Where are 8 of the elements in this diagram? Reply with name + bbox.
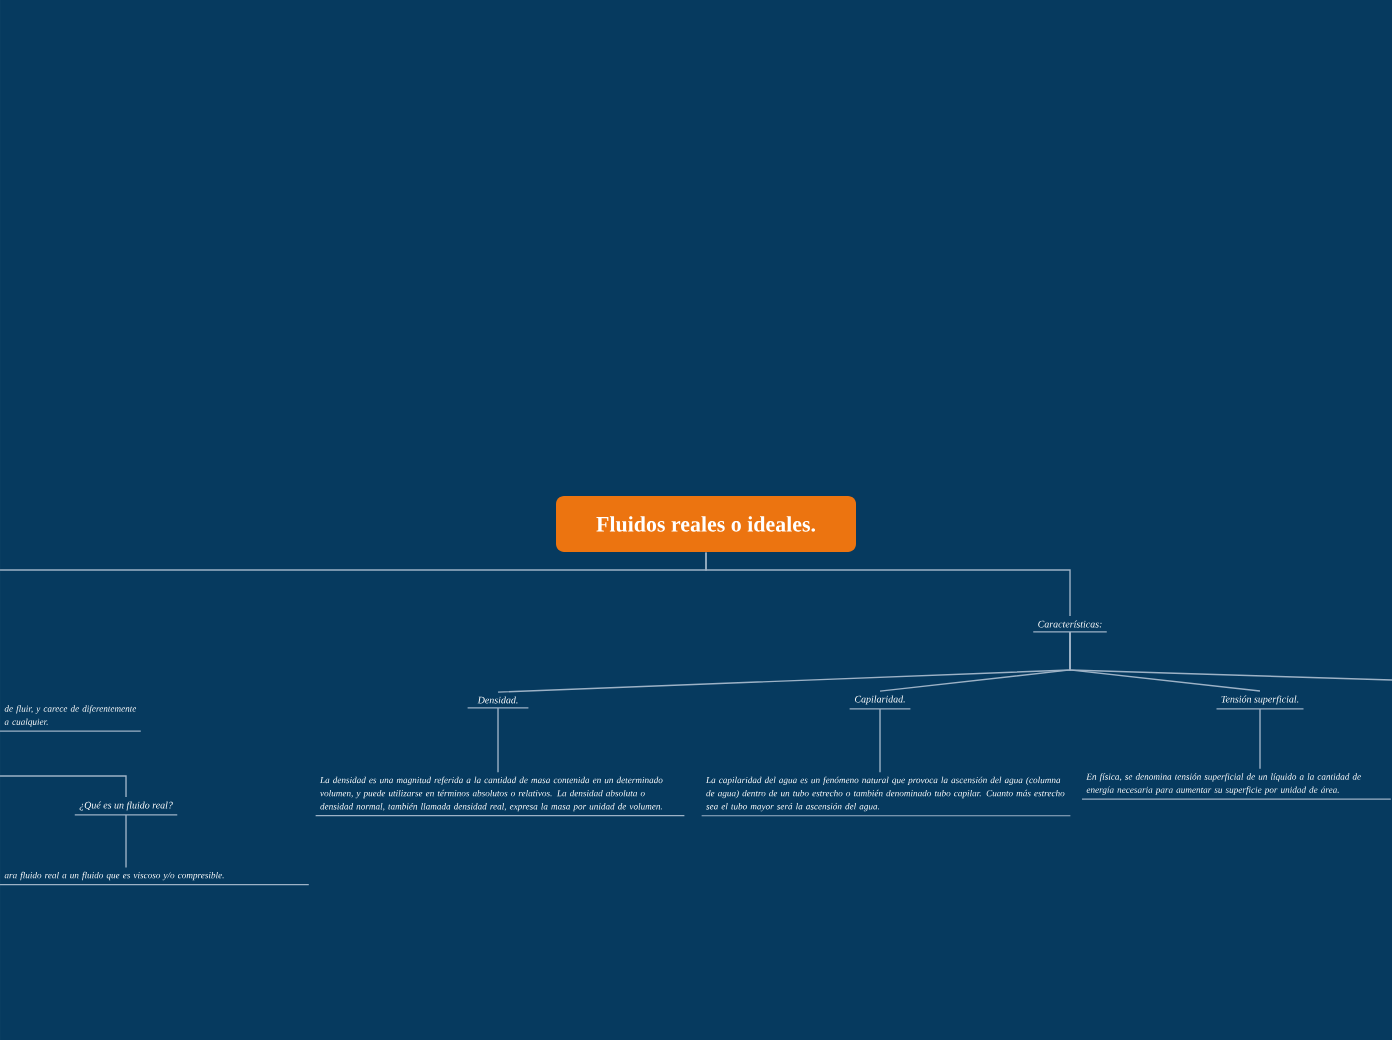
connector-line [1069, 631, 1392, 681]
connector-line [497, 707, 499, 773]
connector-line [1259, 708, 1261, 770]
topic-box: Fluidos reales o ideales. [556, 496, 856, 552]
connector-line [0, 551, 707, 571]
connector-line [879, 708, 881, 773]
connector-line [0, 775, 127, 798]
connector-line [125, 814, 127, 869]
